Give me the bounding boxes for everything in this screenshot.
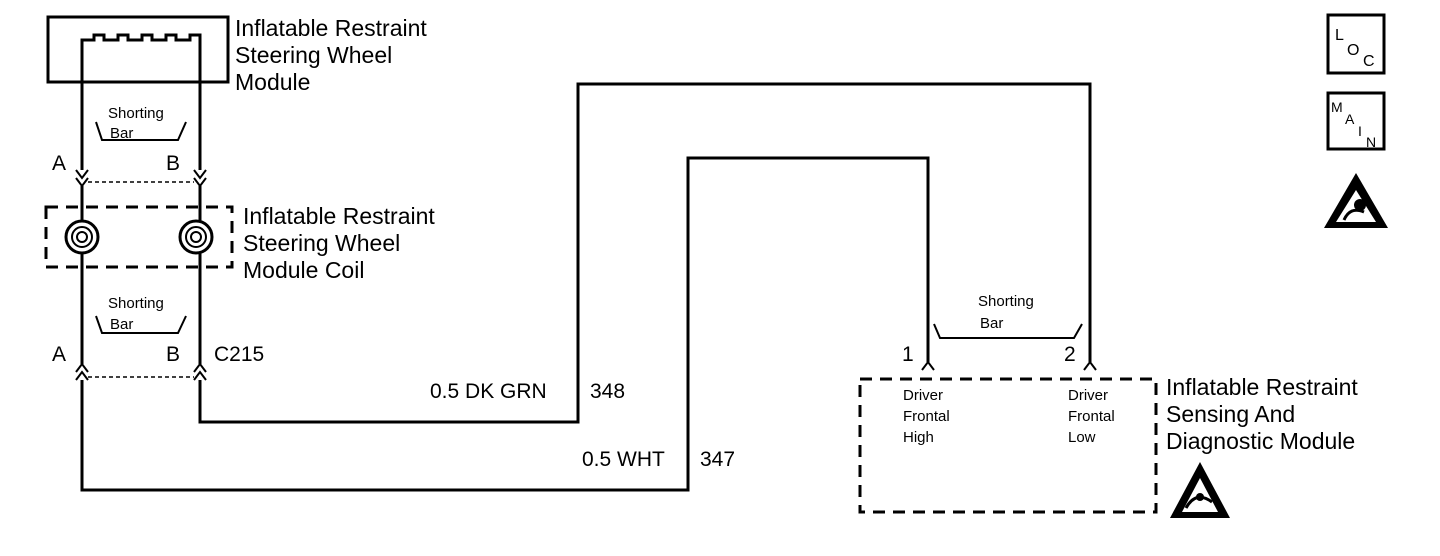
c215-connector	[75, 344, 207, 381]
sdm-label-1: Inflatable Restraint	[1166, 374, 1358, 400]
airbag-warning-icon	[1324, 173, 1388, 228]
coil-spiral-icon-a	[64, 219, 100, 255]
sdm-pin-2-name-3: Low	[1068, 429, 1096, 446]
upper-shorting-bar	[95, 121, 187, 141]
svg-text:I: I	[1358, 123, 1362, 139]
sdm-pin-2-name-1: Driver	[1068, 387, 1108, 404]
coil-label-3: Module Coil	[243, 257, 364, 283]
upper-pin-a: A	[52, 152, 66, 175]
loc-icon[interactable]: L O C	[1326, 13, 1386, 75]
sdm-pin-1-number: 1	[902, 343, 914, 366]
wire-347-circuit: 347	[700, 448, 735, 471]
wire-348-dk-grn	[198, 82, 1092, 424]
c215-label: C215	[214, 343, 264, 366]
coil-label-1: Inflatable Restraint	[243, 203, 435, 229]
lower-shorting-bar	[95, 315, 187, 334]
svg-text:N: N	[1366, 134, 1376, 150]
c215-pin-a: A	[52, 343, 66, 366]
wire-347-color: 0.5 WHT	[582, 448, 665, 471]
svg-text:O: O	[1347, 42, 1359, 59]
sdm-shorting-bar-label-1: Shorting	[978, 293, 1034, 310]
sdm-pin-1-name-1: Driver	[903, 387, 943, 404]
lower-shorting-bar-label-1: Shorting	[108, 295, 164, 312]
upper-shorting-bar-label-1: Shorting	[108, 105, 164, 122]
sdm-pin-1-name-2: Frontal	[903, 408, 950, 425]
upper-pin-b: B	[166, 152, 180, 175]
steering-wheel-module-coil	[44, 186, 234, 344]
coil-label-2: Steering Wheel	[243, 230, 400, 256]
wire-347-wht	[80, 156, 930, 492]
esd-warning-icon	[1170, 462, 1230, 518]
steering-module-label-1: Inflatable Restraint	[235, 15, 427, 41]
steering-wheel-module	[46, 15, 230, 170]
lower-shorting-bar-label-2: Bar	[110, 316, 133, 333]
steering-module-label-3: Module	[235, 69, 310, 95]
sdm-label-2: Sensing And	[1166, 401, 1295, 427]
wire-348-color: 0.5 DK GRN	[430, 380, 547, 403]
c215-pin-b: B	[166, 343, 180, 366]
sdm-pin-2-number: 2	[1064, 343, 1076, 366]
steering-module-label-2: Steering Wheel	[235, 42, 392, 68]
sensing-diagnostic-module	[858, 377, 1158, 514]
sdm-label-3: Diagnostic Module	[1166, 428, 1355, 454]
upper-shorting-bar-label-2: Bar	[110, 125, 133, 142]
svg-text:L: L	[1335, 27, 1344, 44]
svg-text:M: M	[1331, 99, 1343, 115]
upper-connector	[75, 169, 207, 188]
sdm-shorting-bar	[933, 323, 1083, 339]
svg-text:C: C	[1363, 53, 1375, 70]
main-icon[interactable]: M A I N	[1326, 91, 1386, 151]
wire-348-circuit: 348	[590, 380, 625, 403]
sdm-pin-2-name-2: Frontal	[1068, 408, 1115, 425]
sdm-pin-1-name-3: High	[903, 429, 934, 446]
coil-spiral-icon-b	[178, 219, 214, 255]
sdm-shorting-bar-label-2: Bar	[980, 315, 1003, 332]
svg-text:A: A	[1345, 111, 1355, 127]
sdm-connector-pins	[921, 360, 1097, 371]
